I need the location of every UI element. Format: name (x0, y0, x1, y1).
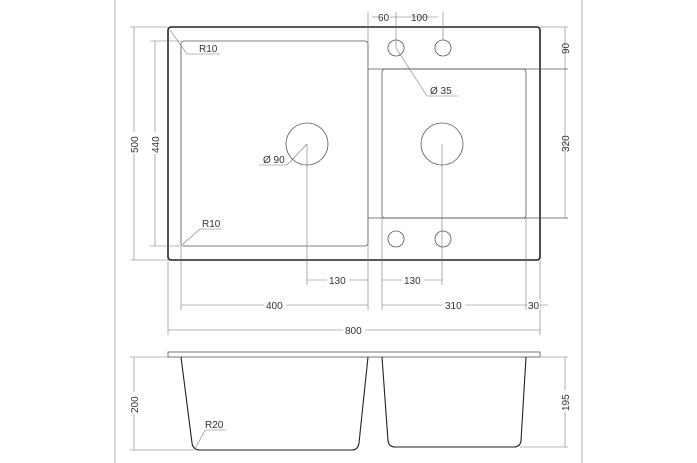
dim-large-bowl-width: 400 (266, 301, 283, 312)
dim-tap-offset: 60 (378, 13, 390, 24)
drain-diameter-label: Ø 90 (263, 155, 285, 166)
bottom-radius-label: R20 (205, 420, 224, 431)
dim-right-margin: 30 (528, 301, 540, 312)
sink-outline (167, 26, 541, 261)
side-large-bowl (180, 356, 369, 451)
corner-radius-bottom-label: R10 (202, 219, 221, 230)
tap-hole (387, 230, 405, 248)
large-bowl (180, 40, 369, 247)
side-top-plate (167, 351, 541, 358)
corner-radius-top-label: R10 (199, 44, 218, 55)
dim-overall-width: 800 (345, 326, 362, 337)
tap-hole (434, 39, 452, 57)
side-small-bowl (381, 356, 527, 448)
dim-top-margin: 90 (561, 42, 572, 54)
small-bowl (381, 68, 527, 219)
dim-drain-right: 130 (404, 276, 421, 287)
dim-drain-left: 130 (329, 276, 346, 287)
dim-small-bowl-height: 195 (561, 394, 572, 411)
tap-hole (434, 230, 452, 248)
dim-large-bowl-height: 200 (130, 396, 141, 413)
dim-large-bowl-depth: 440 (151, 136, 162, 153)
dim-small-bowl-width: 310 (445, 301, 462, 312)
dim-overall-depth: 500 (130, 136, 141, 153)
tap-hole-diameter-label: Ø 35 (430, 86, 452, 97)
side-view: 200 195 R20 (128, 351, 572, 451)
plan-view (167, 26, 568, 261)
dim-small-bowl-depth: 320 (561, 135, 572, 152)
dim-tap-spacing: 100 (411, 13, 428, 24)
plan-dimensions: 60 100 90 320 500 440 130 130 400 310 30… (128, 12, 572, 337)
